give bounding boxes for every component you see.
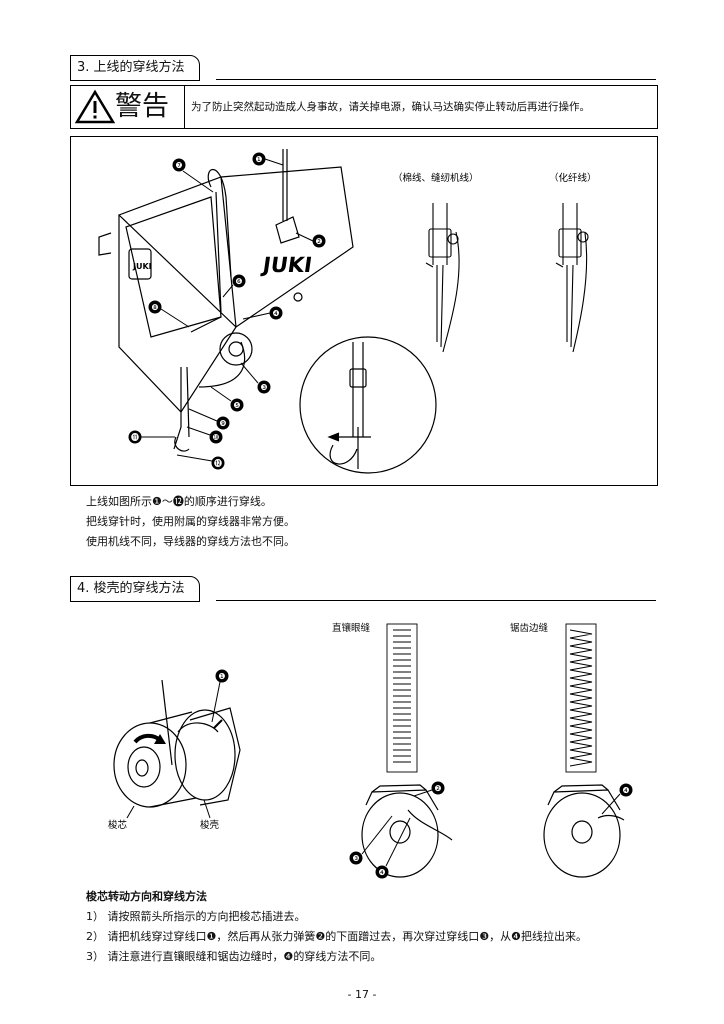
- bobbin-case-zigzag: [543, 784, 625, 878]
- section3-para3: 使用机线不同，导线器的穿线方法也不同。: [86, 535, 295, 548]
- label-zigzag-stitch: 锯齿边缝: [510, 623, 549, 634]
- juki-badge-text: JUKI: [132, 262, 152, 271]
- callout-7: ❼: [172, 158, 214, 193]
- svg-text:❷: ❷: [434, 784, 441, 793]
- callout-9: ❾: [188, 408, 230, 430]
- zigzag-stitch-sample: [565, 623, 597, 773]
- svg-text:❷: ❷: [315, 237, 322, 246]
- bobbin-step-2: 2） 请把机线穿过穿线口❶，然后再从张力弹簧❷的下面蹭过去，再次穿过穿线口❸，从…: [86, 930, 587, 943]
- label-synthetic-thread: （化纤线）: [549, 172, 597, 184]
- svg-text:❹: ❹: [622, 786, 629, 795]
- warning-text: 为了防止突然起动造成人身事故，请关掉电源，确认马达确实停止转动后再进行操作。: [191, 101, 590, 113]
- svg-text:❶: ❶: [218, 672, 225, 681]
- callout-12: ⓬: [176, 454, 225, 470]
- case-callout-4: ❹: [375, 817, 411, 879]
- svg-text:❺: ❺: [233, 401, 240, 410]
- label-bobbin-case: 梭壳: [200, 819, 220, 831]
- needle-inset: [299, 336, 437, 474]
- svg-text:❾: ❾: [219, 419, 226, 428]
- bobbin-subheading: 梭芯转动方向和穿线方法: [86, 890, 207, 903]
- callout-1: ❶: [252, 152, 284, 166]
- callout-ref-12: ⓬: [172, 495, 184, 508]
- bobbin-assembly: [113, 679, 241, 808]
- section3-para1: 上线如图所示❶～⓬的顺序进行穿线。: [86, 495, 272, 508]
- svg-text:⓬: ⓬: [214, 459, 222, 468]
- callout-5: ❺: [210, 386, 244, 412]
- label-cotton-thread: （棉线、缝纫机线）: [393, 172, 479, 184]
- callout-2: ❷: [295, 232, 326, 248]
- section3-heading: 3. 上线的穿线方法: [70, 55, 200, 81]
- svg-text:❽: ❽: [151, 303, 158, 312]
- label-straight-stitch: 直镶眼缝: [332, 623, 371, 634]
- svg-text:❸: ❸: [352, 854, 359, 863]
- arrow-head-icon: [154, 734, 166, 744]
- synthetic-thread-detail: [555, 203, 589, 353]
- juki-brand: JUKI: [259, 252, 313, 277]
- cotton-thread-detail: [425, 203, 460, 353]
- warning-box: 警告 为了防止突然起动造成人身事故，请关掉电源，确认马达确实停止转动后再进行操作…: [70, 85, 658, 129]
- machine-drawing: [98, 149, 354, 452]
- svg-text:❻: ❻: [235, 277, 242, 286]
- bobbin-figures: ❶ 梭芯 梭壳 ❷ ❸ ❹ ❹: [108, 623, 633, 879]
- case-callout-2: ❷: [413, 781, 445, 797]
- case-leader: [203, 799, 211, 819]
- section4-rule: [216, 600, 656, 601]
- callout-11: ⓫: [128, 430, 175, 444]
- section3-rule: [216, 79, 656, 80]
- page-number: - 17 -: [347, 988, 377, 1001]
- svg-text:❹: ❹: [378, 868, 385, 877]
- bobbin-case-straight: [361, 784, 453, 878]
- svg-text:⓫: ⓫: [131, 433, 139, 442]
- callout-10: ❿: [186, 426, 223, 444]
- bobbin-step-3: 3） 请注意进行直镶眼缝和锯齿边缝时，❹的穿线方法不同。: [86, 950, 382, 963]
- threading-figure: JUKI JUKI ❶ ❷ ❸ ❹ ❺ ❻ ❼ ❽ ❾ ❿ ⓫ ⓬ （棉线、缝纫…: [98, 149, 597, 474]
- warning-header: 警告: [71, 86, 185, 128]
- zigzag-callout-4: ❹: [601, 783, 633, 815]
- svg-text:❶: ❶: [255, 155, 262, 164]
- callout-4: ❹: [242, 306, 283, 320]
- svg-text:❹: ❹: [272, 309, 279, 318]
- callout-8: ❽: [148, 300, 190, 328]
- section4-heading: 4. 梭壳的穿线方法: [70, 576, 200, 602]
- svg-text:❼: ❼: [175, 161, 182, 170]
- callout-6: ❻: [222, 274, 246, 298]
- bobbin-step-1: 1） 请按照箭头所指示的方向把梭芯插进去。: [86, 910, 306, 923]
- case-callout-3: ❸: [349, 815, 393, 865]
- section3-para2: 把线穿针时，使用附属的穿线器非常方便。: [86, 515, 295, 528]
- straight-stitch-sample: [386, 623, 418, 773]
- svg-text:❿: ❿: [212, 433, 219, 442]
- callout-ref-1: ❶: [152, 495, 162, 508]
- threading-figure-frame: JUKI JUKI ❶ ❷ ❸ ❹ ❺ ❻ ❼ ❽ ❾ ❿ ⓫ ⓬ （棉线、缝纫…: [70, 136, 658, 486]
- svg-text:❸: ❸: [260, 383, 267, 392]
- label-bobbin: 梭芯: [108, 819, 128, 831]
- bobbin-leader: [126, 805, 135, 819]
- warning-triangle-icon: [75, 89, 115, 124]
- warning-word: 警告: [115, 91, 169, 122]
- callout-3: ❸: [240, 362, 271, 394]
- bobbin-callout-1: ❶: [211, 669, 229, 723]
